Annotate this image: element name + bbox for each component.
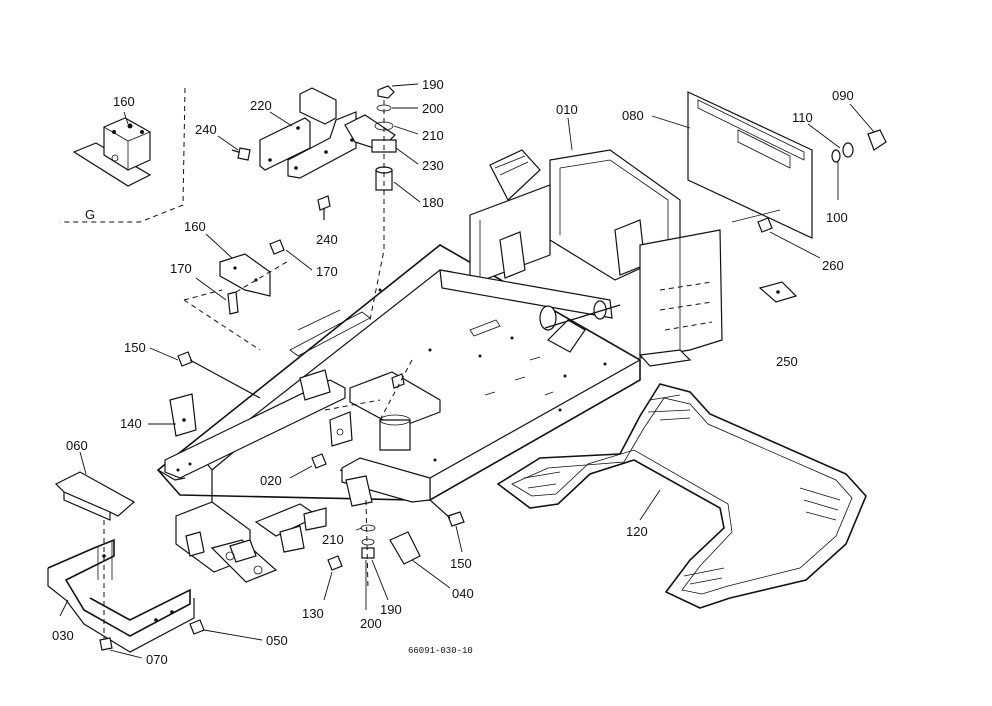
- callout-210-upper: 210: [422, 128, 444, 143]
- callout-190-upper: 190: [422, 77, 444, 92]
- callout-010: 010: [556, 102, 578, 117]
- floor-mat-120: 120: [496, 383, 867, 609]
- mount-stack-upper: 190 200 210 230 180: [369, 77, 444, 321]
- callout-240-upper: 240: [195, 122, 217, 137]
- callout-090: 090: [832, 88, 854, 103]
- bracket-160-170: 160 170 170: [170, 219, 338, 351]
- detail-view-g: 160 G: [60, 87, 186, 223]
- chassis-010: 010 250: [439, 102, 798, 369]
- linkage-040: 130 020: [175, 453, 343, 621]
- callout-040: 130: [302, 606, 324, 621]
- bolt-150-left: 150: [124, 340, 261, 399]
- cover-060: 060: [54, 438, 136, 521]
- callout-150-left: 150: [124, 340, 146, 355]
- callout-150-right: 150: [450, 556, 472, 571]
- cover-plate-080: 080 090 110 100 260: [622, 88, 887, 303]
- callout-170-left: 170: [170, 261, 192, 276]
- callout-120: 120: [626, 524, 648, 539]
- callout-160-detail: 160: [113, 94, 135, 109]
- callout-170-right: 170: [316, 264, 338, 279]
- bracket-140: 140: [120, 393, 197, 437]
- callout-200-upper: 200: [422, 101, 444, 116]
- callout-250: 250: [776, 354, 798, 369]
- callout-180: 180: [422, 195, 444, 210]
- callout-030: 030: [52, 628, 74, 643]
- callout-020: 020: [260, 473, 282, 488]
- callout-080: 080: [622, 108, 644, 123]
- callout-210-lower: 210: [322, 532, 344, 547]
- mount-stack-lower: 210 190 200 040 150: [322, 475, 474, 631]
- callout-060: 060: [66, 438, 88, 453]
- callout-260: 260: [822, 258, 844, 273]
- bracket-220-assembly: 220 240 240: [195, 87, 396, 247]
- callout-130: 040: [452, 586, 474, 601]
- callout-070: 070: [146, 652, 168, 667]
- callout-140: 140: [120, 416, 142, 431]
- figure-code: 66091-030-10: [408, 646, 473, 656]
- callout-110: 110: [792, 110, 813, 125]
- callout-230: 230: [422, 158, 444, 173]
- callout-200-lower: 190: [380, 602, 402, 617]
- callout-190-lower: 200: [360, 616, 382, 631]
- callout-050: 050: [266, 633, 288, 648]
- callout-160-bracket: 160: [184, 219, 206, 234]
- view-label-g: G: [85, 207, 95, 222]
- callout-240-lower: 240: [316, 232, 338, 247]
- bumper-030: 070 050 030: [47, 520, 288, 667]
- callout-220: 220: [250, 98, 272, 113]
- callout-100: 100: [826, 210, 848, 225]
- main-frame: [156, 244, 641, 530]
